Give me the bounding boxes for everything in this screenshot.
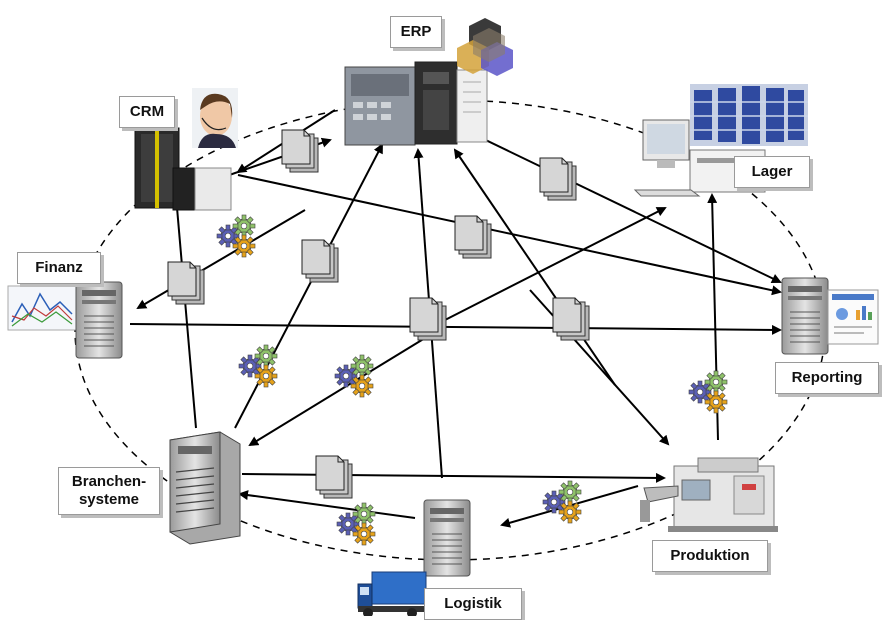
arrow [136, 209, 306, 310]
label-reporting: Reporting [775, 362, 879, 394]
arrow [439, 117, 782, 284]
arrow [444, 207, 667, 321]
label-erp: ERP [390, 16, 442, 48]
label-branchen-line1: Branchen- [71, 473, 147, 490]
label-finanz: Finanz [17, 252, 101, 284]
arrow [248, 334, 431, 447]
arrow [241, 472, 666, 483]
crm-server-icon [134, 127, 232, 211]
label-crm: CRM [119, 96, 175, 128]
production-machine-icon [640, 457, 778, 532]
label-branchen-line2: systeme [78, 491, 140, 508]
document-stack-icon [301, 239, 339, 283]
erp-computer-icon [344, 61, 488, 146]
logistik-server-icon [423, 499, 471, 577]
reporting-server-icon [781, 277, 829, 355]
document-stack-icon [552, 297, 590, 341]
document-stack-icon [315, 455, 353, 499]
document-stack-icon [281, 129, 319, 173]
erp-hexagon-icon [457, 18, 513, 76]
arrow [171, 194, 197, 429]
arrow [237, 174, 782, 296]
document-stack-icon [167, 261, 205, 305]
label-branchensysteme: Branchen- systeme [58, 467, 160, 515]
document-stack-icon [454, 215, 492, 259]
document-stack-icon [409, 297, 447, 341]
arrow [238, 490, 416, 519]
label-logistik: Logistik [424, 588, 522, 620]
branchen-server-icon [169, 431, 241, 545]
document-stack-icon [539, 157, 577, 201]
gears-icon [239, 345, 277, 387]
crm-person-photo [192, 88, 238, 148]
label-lager: Lager [734, 156, 810, 188]
finance-chart-icon [7, 285, 79, 331]
warehouse-icon [690, 84, 808, 146]
finance-server-icon [75, 281, 123, 359]
arrow [129, 323, 782, 335]
arrow [453, 148, 616, 386]
report-chart-icon [827, 289, 879, 345]
truck-icon [357, 571, 427, 616]
label-produktion: Produktion [652, 540, 768, 572]
arrow [529, 289, 670, 446]
gears-icon [689, 371, 727, 413]
gears-icon [543, 481, 581, 523]
